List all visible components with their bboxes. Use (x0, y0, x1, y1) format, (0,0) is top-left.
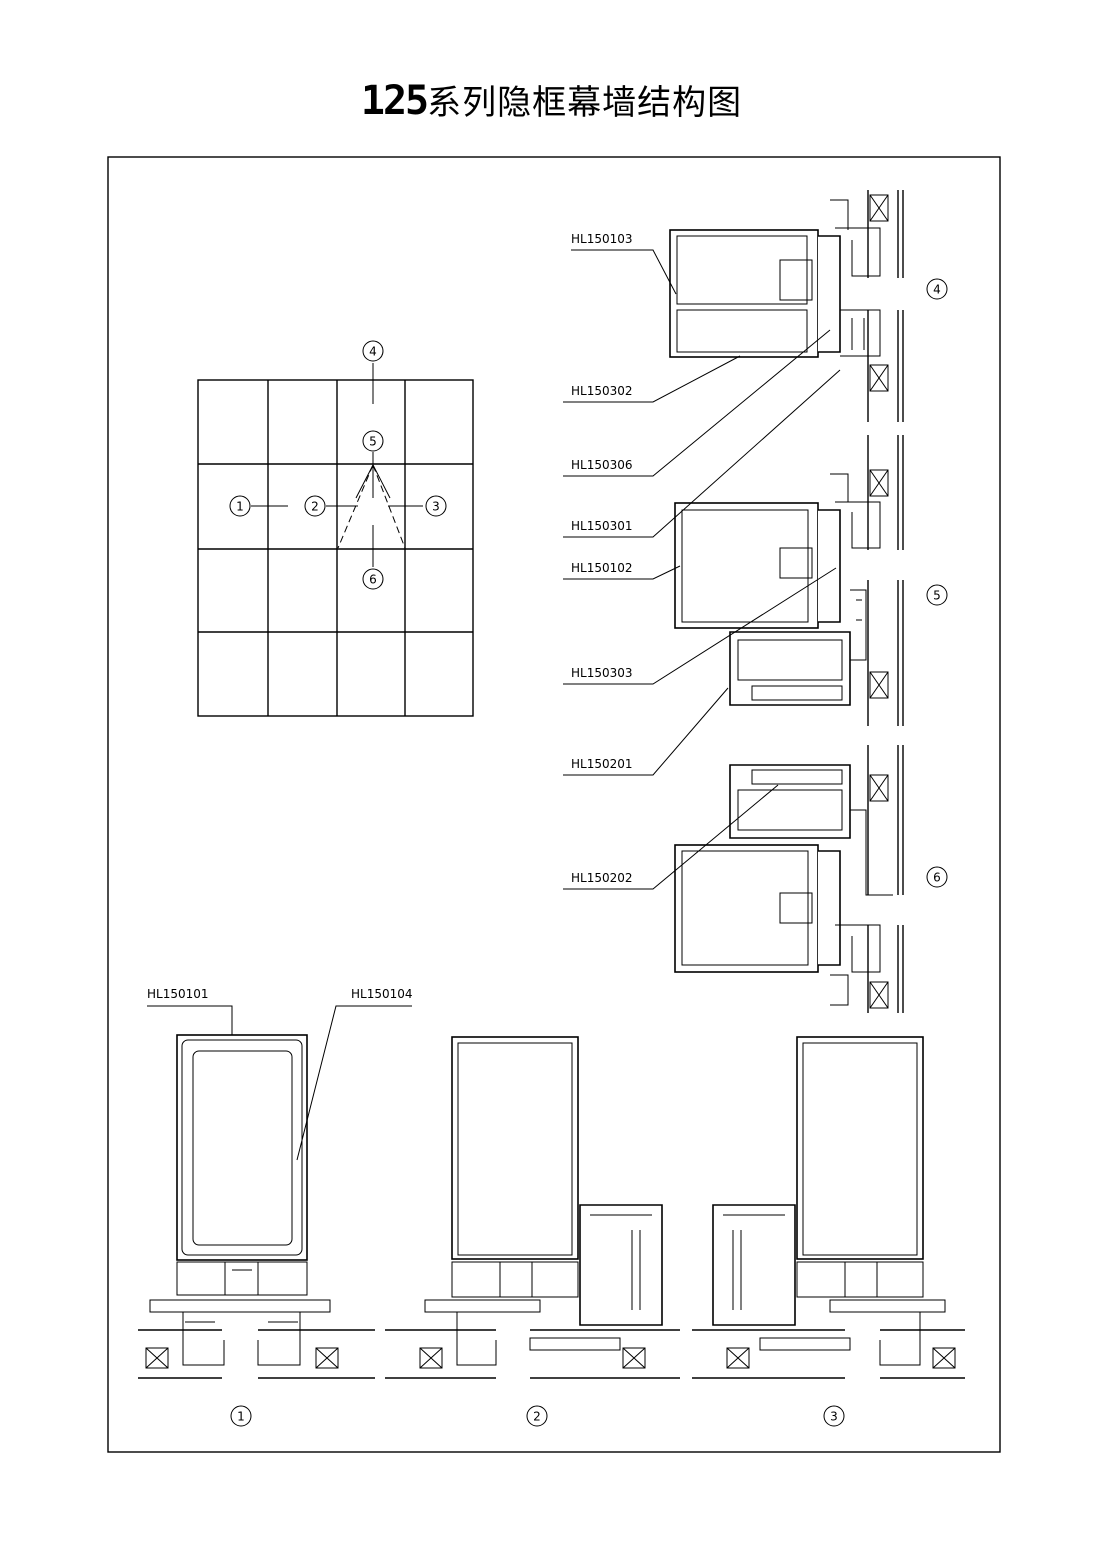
svg-text:6: 6 (369, 573, 377, 587)
section-marker-3: 3 (823, 1405, 845, 1427)
svg-text:3: 3 (432, 500, 440, 514)
grid-marker-4: 4 (362, 340, 384, 362)
svg-text:HL150201: HL150201 (571, 757, 633, 771)
vertical-section-4 (669, 190, 904, 422)
svg-text:1: 1 (237, 1410, 245, 1424)
grid-marker-6: 6 (362, 568, 384, 590)
grid-marker-3: 3 (425, 495, 447, 517)
section-marker-1: 1 (230, 1405, 252, 1427)
horizontal-section-1 (138, 1034, 375, 1379)
part-label-hl150101: HL150101 (147, 987, 233, 1035)
part-label-hl150104: HL150104 (296, 987, 413, 1161)
part-label-hl150201: HL150201 (563, 687, 729, 776)
part-label-hl150202: HL150202 (563, 784, 779, 890)
svg-text:1: 1 (236, 500, 244, 514)
svg-text:HL150101: HL150101 (147, 987, 209, 1001)
svg-text:HL150104: HL150104 (351, 987, 413, 1001)
drawing-frame (107, 156, 1001, 1453)
horizontal-section-3 (692, 1036, 965, 1379)
horizontal-section-2 (385, 1036, 680, 1379)
title-number: 125 (360, 78, 429, 124)
section-marker-2: 2 (526, 1405, 548, 1427)
svg-text:HL150303: HL150303 (571, 666, 633, 680)
title-text: 系列隐框幕墙结构图 (427, 83, 743, 123)
svg-text:HL150102: HL150102 (571, 561, 633, 575)
part-label-hl150303: HL150303 (563, 567, 837, 685)
grid-marker-5: 5 (362, 430, 384, 452)
svg-text:HL150306: HL150306 (571, 458, 633, 472)
grid-marker-2: 2 (304, 495, 326, 517)
grid-marker-1: 1 (229, 495, 251, 517)
part-label-hl150103: HL150103 (571, 232, 677, 295)
svg-text:HL150301: HL150301 (571, 519, 633, 533)
vertical-section-6 (674, 745, 904, 1013)
part-label-hl150302: HL150302 (563, 355, 741, 403)
elevation-grid (197, 363, 474, 717)
section-marker-5: 5 (926, 584, 948, 606)
svg-text:5: 5 (369, 435, 377, 449)
vertical-section-5 (674, 435, 904, 726)
section-marker-6: 6 (926, 866, 948, 888)
svg-text:2: 2 (533, 1410, 541, 1424)
section-marker-4: 4 (926, 278, 948, 300)
svg-text:HL150302: HL150302 (571, 384, 633, 398)
svg-text:4: 4 (369, 345, 377, 359)
svg-text:HL150202: HL150202 (571, 871, 633, 885)
part-label-hl150306: HL150306 (563, 329, 831, 477)
svg-text:4: 4 (933, 283, 941, 297)
part-label-hl150301: HL150301 (563, 369, 841, 538)
svg-text:HL150103: HL150103 (571, 232, 633, 246)
svg-text:3: 3 (830, 1410, 838, 1424)
part-label-hl150102: HL150102 (563, 561, 681, 580)
svg-text:2: 2 (311, 500, 319, 514)
svg-text:5: 5 (933, 589, 941, 603)
svg-text:6: 6 (933, 871, 941, 885)
page-title: 125系列隐框幕墙结构图 (0, 75, 1103, 124)
